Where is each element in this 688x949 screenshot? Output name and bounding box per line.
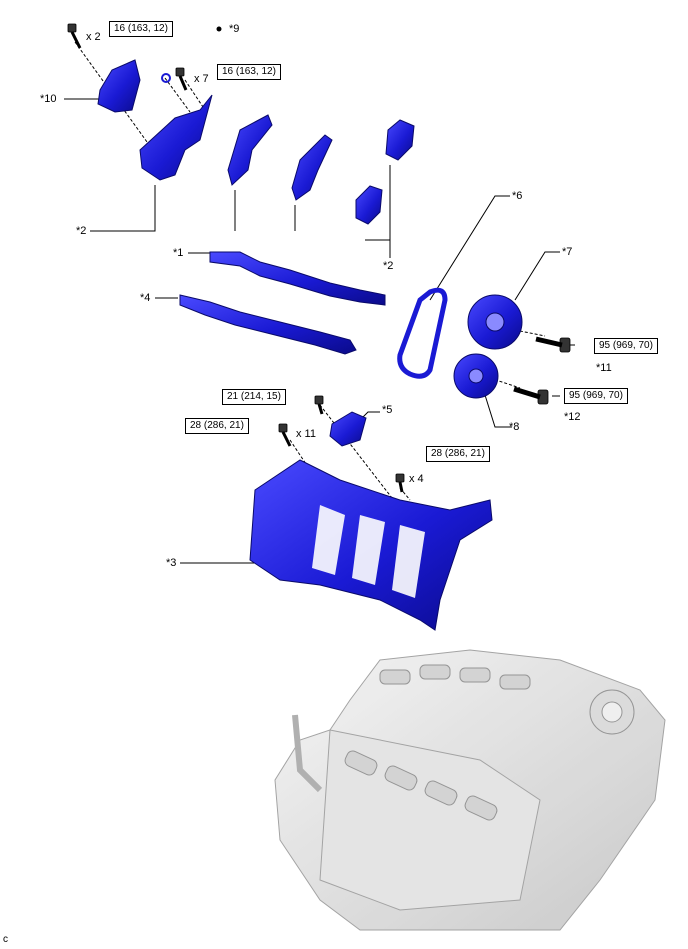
callout-10: *10	[40, 93, 57, 105]
bolt-housing-left-icon	[278, 423, 292, 447]
torque-box-top-left: 16 (163, 12)	[109, 21, 173, 37]
part-2-cap-c	[385, 119, 415, 161]
callout-3: *3	[166, 557, 177, 569]
part-2-cap-d	[355, 185, 383, 225]
non-reusable-part-dot-icon	[216, 26, 222, 32]
callout-9: *9	[229, 23, 240, 35]
callout-7: *7	[562, 246, 573, 258]
bolt-upper-gear-icon	[535, 336, 571, 353]
part-2-cap-a	[227, 114, 273, 186]
torque-box-housing-left: 28 (286, 21)	[185, 418, 249, 434]
torque-box-small-bolt: 21 (214, 15)	[222, 389, 286, 405]
quantity-top-mid: x 7	[194, 73, 209, 85]
bolt-lower-gear-icon	[513, 386, 549, 405]
bolt-housing-right-icon	[395, 473, 405, 493]
blue-parts	[97, 59, 523, 631]
part-10-cover	[97, 59, 141, 113]
leader-lines	[64, 98, 575, 564]
part-5-bracket	[329, 411, 367, 447]
torque-box-top-mid: 16 (163, 12)	[217, 64, 281, 80]
callout-2-right: *2	[383, 260, 394, 272]
torque-box-upper-gear: 95 (969, 70)	[594, 338, 658, 354]
bolt-icons	[67, 23, 571, 493]
part-2-bracket-large	[139, 94, 213, 181]
callout-12: *12	[564, 411, 581, 423]
bolt-top-left-icon	[67, 23, 82, 49]
part-1-camshaft	[209, 251, 386, 306]
torque-box-housing-right: 28 (286, 21)	[426, 446, 490, 462]
gasket-ring-icon	[161, 73, 171, 83]
callout-8: *8	[509, 421, 520, 433]
part-6-timing-chain	[397, 287, 448, 379]
callout-4: *4	[140, 292, 151, 304]
quantity-top-left: x 2	[86, 31, 101, 43]
engine-assembly-illustration	[274, 649, 666, 931]
part-4-camshaft	[179, 294, 357, 355]
quantity-left: x 11	[296, 428, 316, 440]
bolt-top-mid-icon	[175, 67, 188, 91]
corner-letter: c	[3, 934, 8, 945]
quantity-right: x 4	[409, 473, 424, 485]
part-2-cap-b	[291, 134, 333, 201]
torque-box-lower-gear: 95 (969, 70)	[564, 388, 628, 404]
callout-11: *11	[596, 362, 612, 374]
callout-6: *6	[512, 190, 523, 202]
callout-2-left: *2	[76, 225, 87, 237]
callout-5: *5	[382, 404, 393, 416]
callout-1: *1	[173, 247, 184, 259]
bolt-small-icon	[314, 395, 324, 415]
